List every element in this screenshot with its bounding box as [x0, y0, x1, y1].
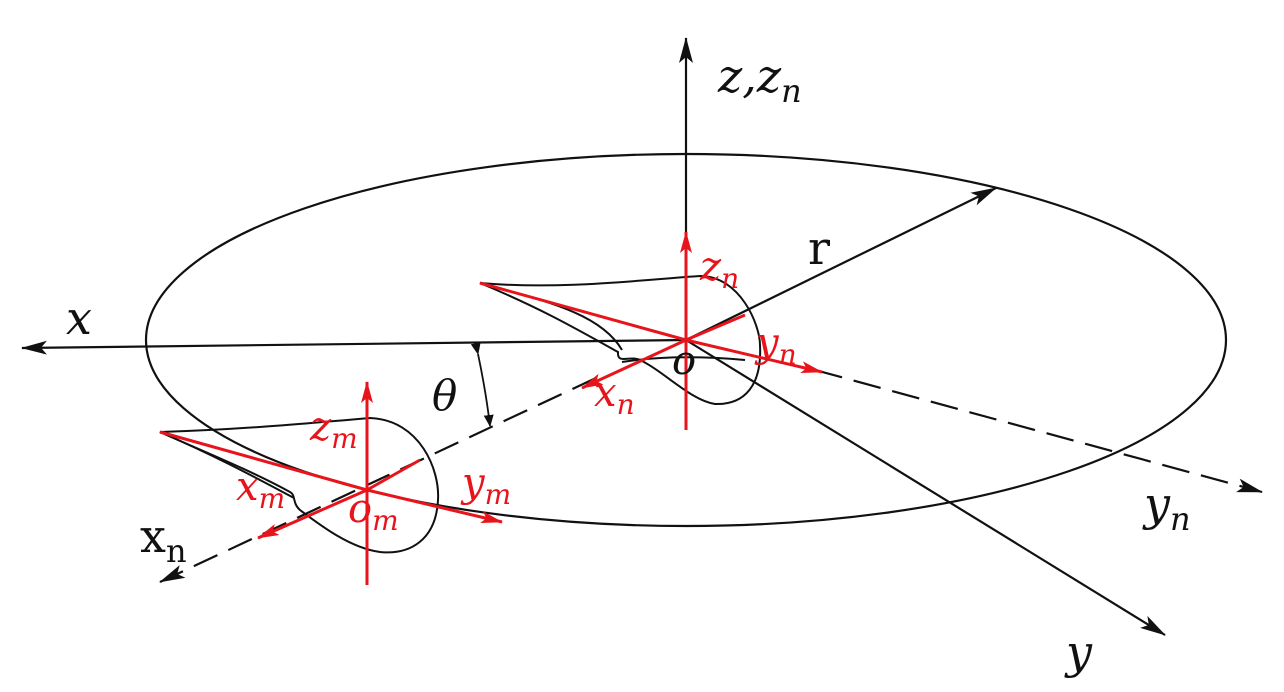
xn-axis-dashed [159, 377, 597, 583]
y-axis [685, 339, 1166, 636]
label-yn-red: yn [754, 320, 797, 371]
theta-angle-arc [470, 342, 494, 427]
radius-arrow [685, 187, 997, 341]
label-y: y [1064, 625, 1093, 679]
label-om: om [348, 486, 399, 537]
x-axis [21, 338, 687, 355]
label-xn-outer: xn [140, 509, 187, 570]
xn-red-axis [581, 338, 687, 390]
label-z-zn: z,zn [717, 49, 802, 110]
label-r: r [808, 221, 830, 275]
yn-axis-dashed [814, 368, 1263, 494]
label-x: x [66, 291, 92, 345]
chord-red-left-ext [366, 458, 421, 492]
ym-red-axis [366, 488, 503, 524]
chord-red-left [159, 430, 368, 492]
blade-edge-left [159, 431, 295, 499]
blade-outline-left [159, 416, 440, 554]
chord-red-center [479, 281, 687, 342]
chord-red-center-ext [685, 313, 746, 342]
label-o: o [672, 338, 696, 384]
label-yn-outer: yn [1142, 477, 1191, 538]
xm-red-axis [257, 488, 368, 540]
label-ym: ym [460, 460, 511, 511]
label-xn-red: xn [594, 370, 635, 421]
yn-red-axis [685, 338, 823, 374]
blade-outline-center [479, 274, 762, 406]
label-zn-red: zn [699, 244, 739, 295]
label-zm: zm [309, 404, 358, 455]
blade-bottom-center [621, 356, 746, 363]
label-xm: xm [236, 464, 285, 515]
label-theta: θ [432, 371, 457, 420]
